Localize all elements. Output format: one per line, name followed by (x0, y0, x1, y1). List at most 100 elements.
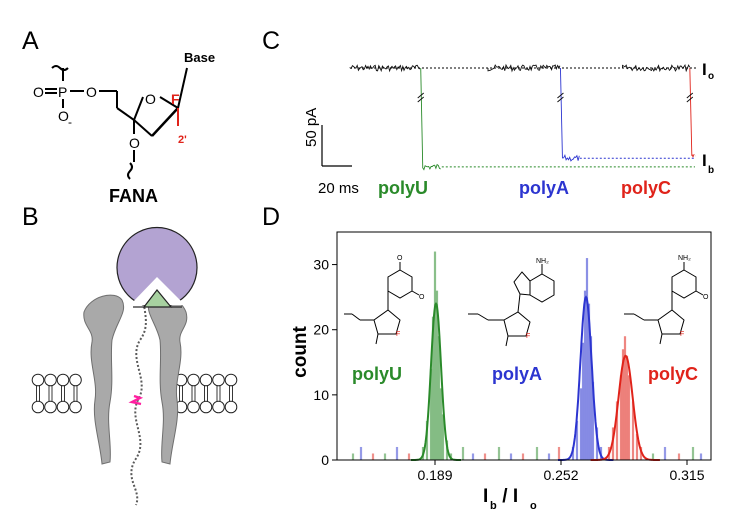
hist-bar-background (535, 446, 539, 460)
hist-bar-polyC (621, 349, 625, 460)
fana-structure-bonds (45, 65, 188, 180)
mini-u-o2: O (419, 294, 425, 301)
hist-bar-polyA (585, 258, 589, 460)
x-label-sub1: b (490, 500, 497, 512)
hist-bar-background (651, 453, 655, 460)
lipid-head-bottom (212, 400, 225, 414)
level-open-sub: o (708, 71, 714, 82)
hist-bar-polyA (587, 303, 591, 460)
lipid-head-bottom (187, 400, 200, 414)
hist-bar-polyC (631, 401, 635, 460)
hist-bar-background (521, 453, 525, 460)
y-axis-label: count (290, 325, 311, 377)
hist-bar-polyU (429, 368, 433, 460)
mini-c-nh2: NH₂ (678, 255, 691, 262)
mini-c-f: F (680, 331, 684, 338)
trace-blocked-polyU (420, 67, 441, 171)
hist-bar-polyU (433, 251, 437, 460)
hist-bar-background (383, 453, 387, 460)
hist-bar-polyU (435, 290, 439, 460)
atom-o1: O (33, 84, 44, 100)
trace-open-polyA (487, 63, 561, 73)
hist-bar-polyA (571, 446, 575, 460)
lipid-head-top (56, 373, 70, 387)
hist-bar-background (699, 453, 703, 460)
pore-left-half (83, 294, 125, 465)
level-open-label: I (702, 60, 707, 79)
lipid-head-top (187, 373, 200, 387)
enzyme-active-site (142, 289, 173, 308)
atom-f: F (171, 91, 180, 107)
hist-bar-polyC (619, 375, 623, 460)
y-tick-label: 0 (321, 452, 329, 468)
fit-curve-polyU (411, 301, 461, 461)
hist-bar-background (483, 453, 487, 460)
x-label-sub2: o (530, 500, 537, 512)
mini-structure-polyu: O O F (344, 255, 425, 345)
panel-a: A O P O O - O F 2' Base O (22, 27, 215, 206)
phosphate-linker-squiggle (51, 65, 69, 71)
panel-b-letter: B (22, 203, 39, 231)
atom-2prime: 2' (178, 134, 187, 146)
hist-bar-polyC (627, 375, 631, 460)
x-tick-label: 0.315 (669, 467, 704, 483)
lipid-head-top (44, 373, 57, 387)
lipid-head-top (69, 373, 82, 387)
hist-bar-background (691, 446, 695, 460)
molecule-name: FANA (109, 186, 158, 206)
mini-u-o1: O (397, 255, 403, 262)
hist-bar-polyC (635, 433, 639, 460)
lipid-head-bottom (69, 400, 82, 414)
x-axis-label: I b / I o (483, 486, 537, 512)
lipid-head-bottom (199, 400, 213, 414)
lipid-head-top (224, 373, 238, 387)
x-label-mid: / I (497, 486, 518, 507)
current-traces (349, 63, 695, 171)
lipid-bilayer (31, 373, 238, 414)
atom-o2: O (86, 84, 97, 100)
trace-label-polyu: polyU (378, 178, 428, 198)
o3-linker-squiggle (127, 162, 133, 180)
hist-label-polyc: polyC (648, 364, 698, 384)
axis-break-polyC (686, 92, 694, 103)
panel-d-letter: D (262, 203, 280, 231)
hist-bar-polyA (583, 290, 587, 460)
lipid-head-top (31, 373, 45, 387)
hist-bar-polyU (437, 336, 441, 460)
hist-bar-polyC (625, 355, 629, 460)
lipid-head-bottom (224, 400, 238, 414)
scale-time-label: 20 ms (318, 180, 359, 197)
trace-blocked-polyA (560, 67, 580, 162)
atom-o4: O (129, 135, 140, 151)
histogram-plot (351, 251, 703, 461)
x-label-i1: I (483, 486, 488, 507)
hist-bar-polyA (581, 342, 585, 460)
hist-bar-polyA (591, 381, 595, 460)
level-blocked-label: I (702, 151, 707, 170)
polymerase-enzyme (116, 227, 198, 306)
lipid-head-bottom (44, 400, 57, 414)
hist-bar-background (351, 453, 355, 460)
y-tick-label: 30 (313, 257, 329, 273)
mini-structure-polyc: NH₂ O F (624, 255, 709, 345)
atom-p: P (58, 84, 67, 100)
lipid-head-bottom (56, 400, 70, 414)
hist-bar-polyA (589, 336, 593, 460)
hist-label-polyu: polyU (352, 364, 402, 384)
panel-c-letter: C (262, 27, 280, 55)
hist-bar-background (371, 453, 375, 460)
panel-b: B (22, 203, 238, 506)
trace-label-polyc: polyC (621, 178, 671, 198)
hist-bar-polyU (441, 414, 445, 460)
trace-blocked-polyC (689, 67, 695, 158)
axis-break-polyA (557, 92, 564, 103)
x-tick-label: 0.189 (417, 467, 452, 483)
hist-bar-background (497, 446, 501, 460)
panel-a-letter: A (22, 27, 39, 55)
trace-label-polya: polyA (519, 178, 569, 198)
hist-bar-background (407, 453, 411, 460)
lipid-head-top (199, 373, 213, 387)
panel-c: C 50 pA 20 ms I o I b polyU polyA polyC (262, 27, 714, 198)
hist-bar-polyU (439, 388, 443, 460)
